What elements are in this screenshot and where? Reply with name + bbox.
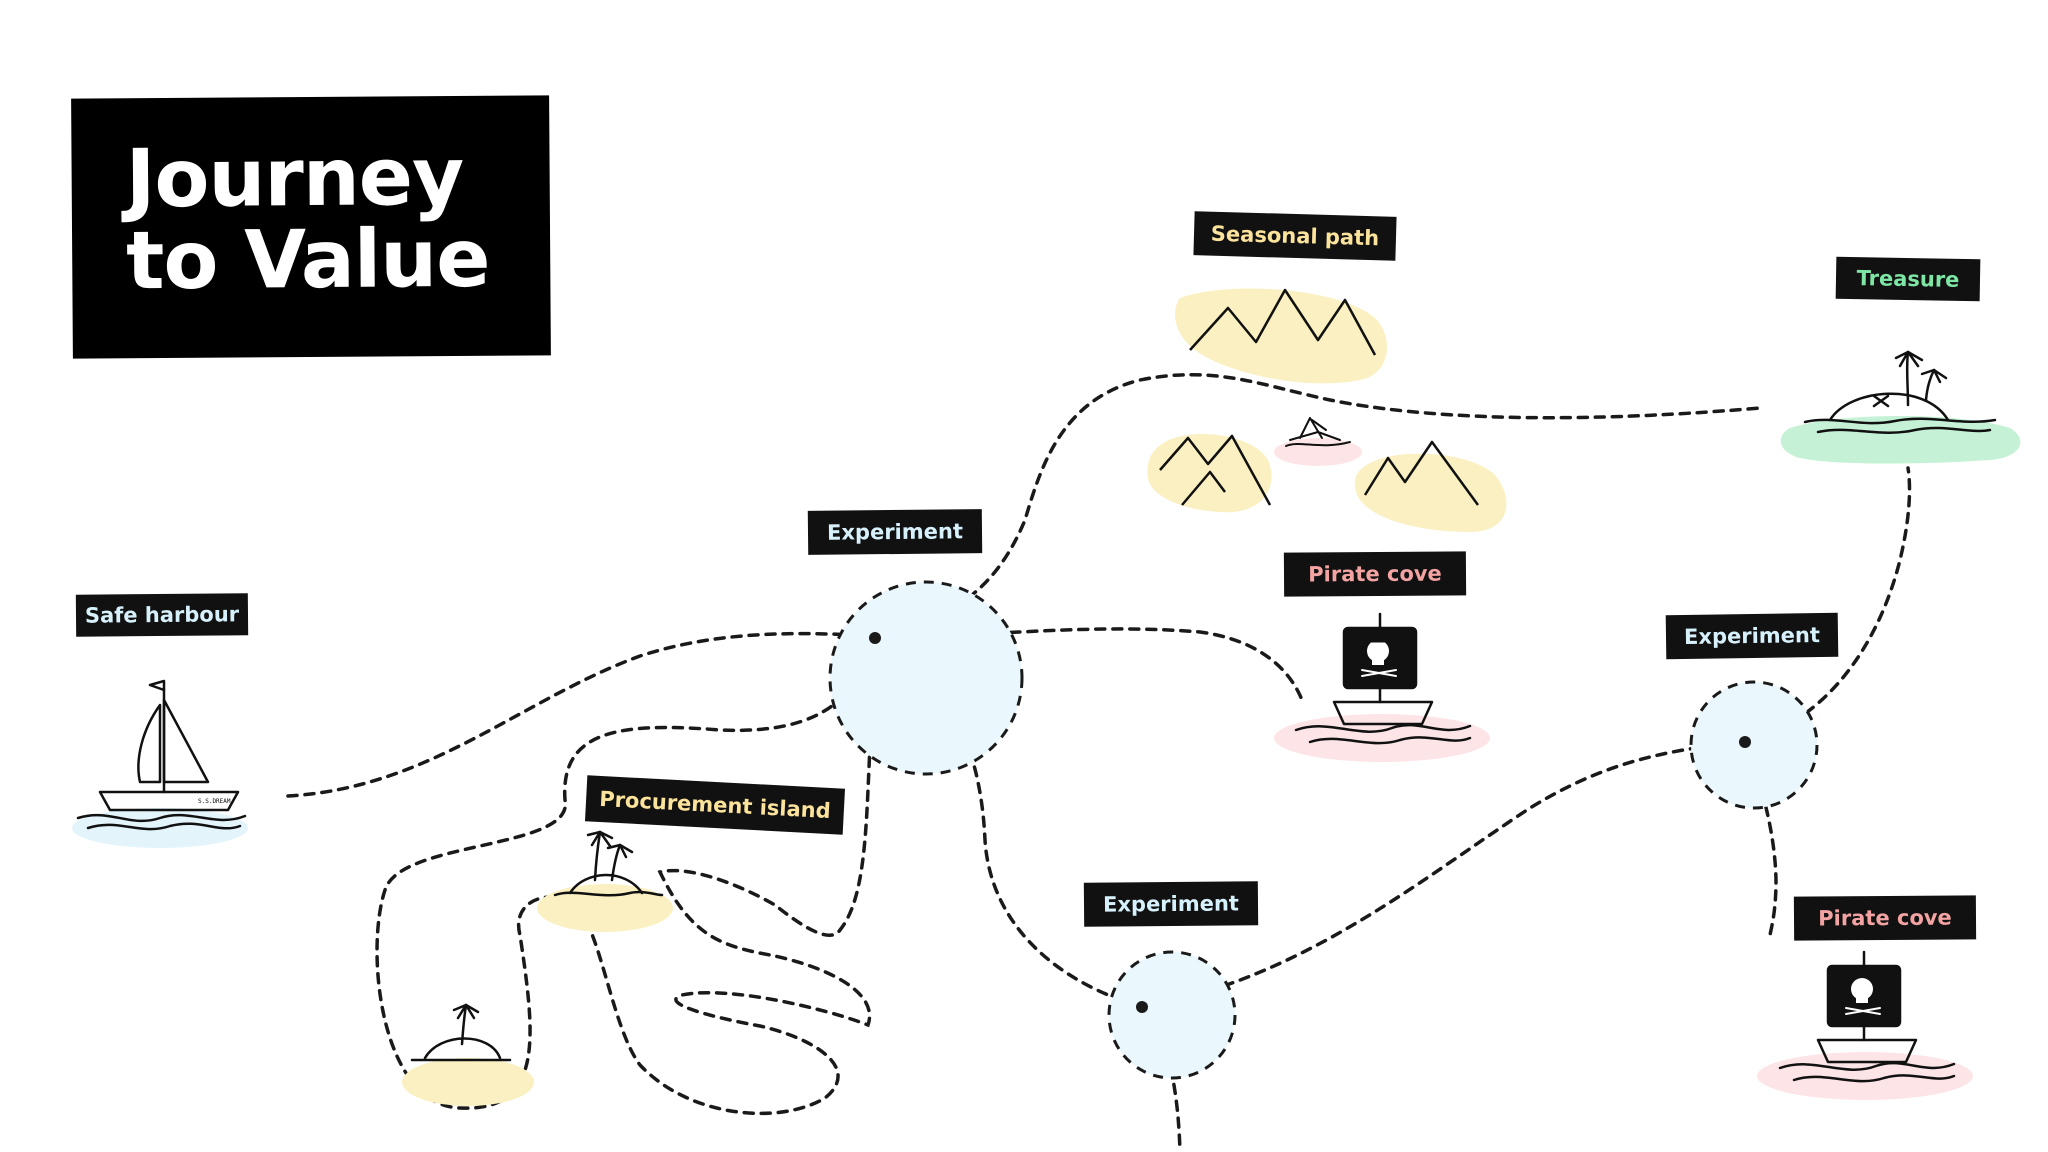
label-treasure: Treasure xyxy=(1835,256,1981,302)
sailboat-icon: S.S.DREAM xyxy=(72,679,248,848)
pirate-ship-icon xyxy=(1274,612,1490,762)
path-experiment-1-to-seasonal xyxy=(873,372,1762,638)
path-harbour-to-experiment-1 xyxy=(286,631,877,798)
path-experiment-3-to-experiment-2 xyxy=(1140,740,1747,1009)
experiment-zone-2 xyxy=(1689,680,1819,810)
title-line-1: Journey xyxy=(125,129,464,226)
title-card: Journey to Value xyxy=(71,95,551,359)
pirate-ship-icon xyxy=(1757,950,1973,1100)
experiment-zone-3 xyxy=(1107,950,1237,1080)
mountains-icon xyxy=(1354,440,1507,532)
label-experiment-3: Experiment xyxy=(1083,881,1259,927)
shipwreck-icon xyxy=(1274,417,1362,466)
label-pirate-cove-1: Pirate cove xyxy=(1283,551,1467,597)
treasure-island-icon xyxy=(1780,350,2021,464)
label-experiment-2: Experiment xyxy=(1665,612,1839,660)
title-line-2: to Value xyxy=(125,211,490,308)
route-paths xyxy=(286,372,1912,1152)
label-pirate-cove-2: Pirate cove xyxy=(1793,895,1977,941)
experiment-zone-1 xyxy=(828,580,1024,776)
label-seasonal-path: Seasonal path xyxy=(1193,211,1397,261)
palm-island-icon xyxy=(402,1003,534,1106)
mountains-icon xyxy=(1147,433,1272,513)
label-safe-harbour: Safe harbour xyxy=(75,593,249,637)
palm-island-icon xyxy=(537,830,673,932)
path-procurement-loop xyxy=(375,634,877,1116)
path-experiment-2-to-treasure xyxy=(1743,466,1912,744)
label-experiment-1: Experiment xyxy=(807,509,983,555)
mountains-icon xyxy=(1175,288,1387,384)
svg-text:S.S.DREAM: S.S.DREAM xyxy=(198,798,231,805)
page-title: Journey to Value xyxy=(125,129,490,308)
